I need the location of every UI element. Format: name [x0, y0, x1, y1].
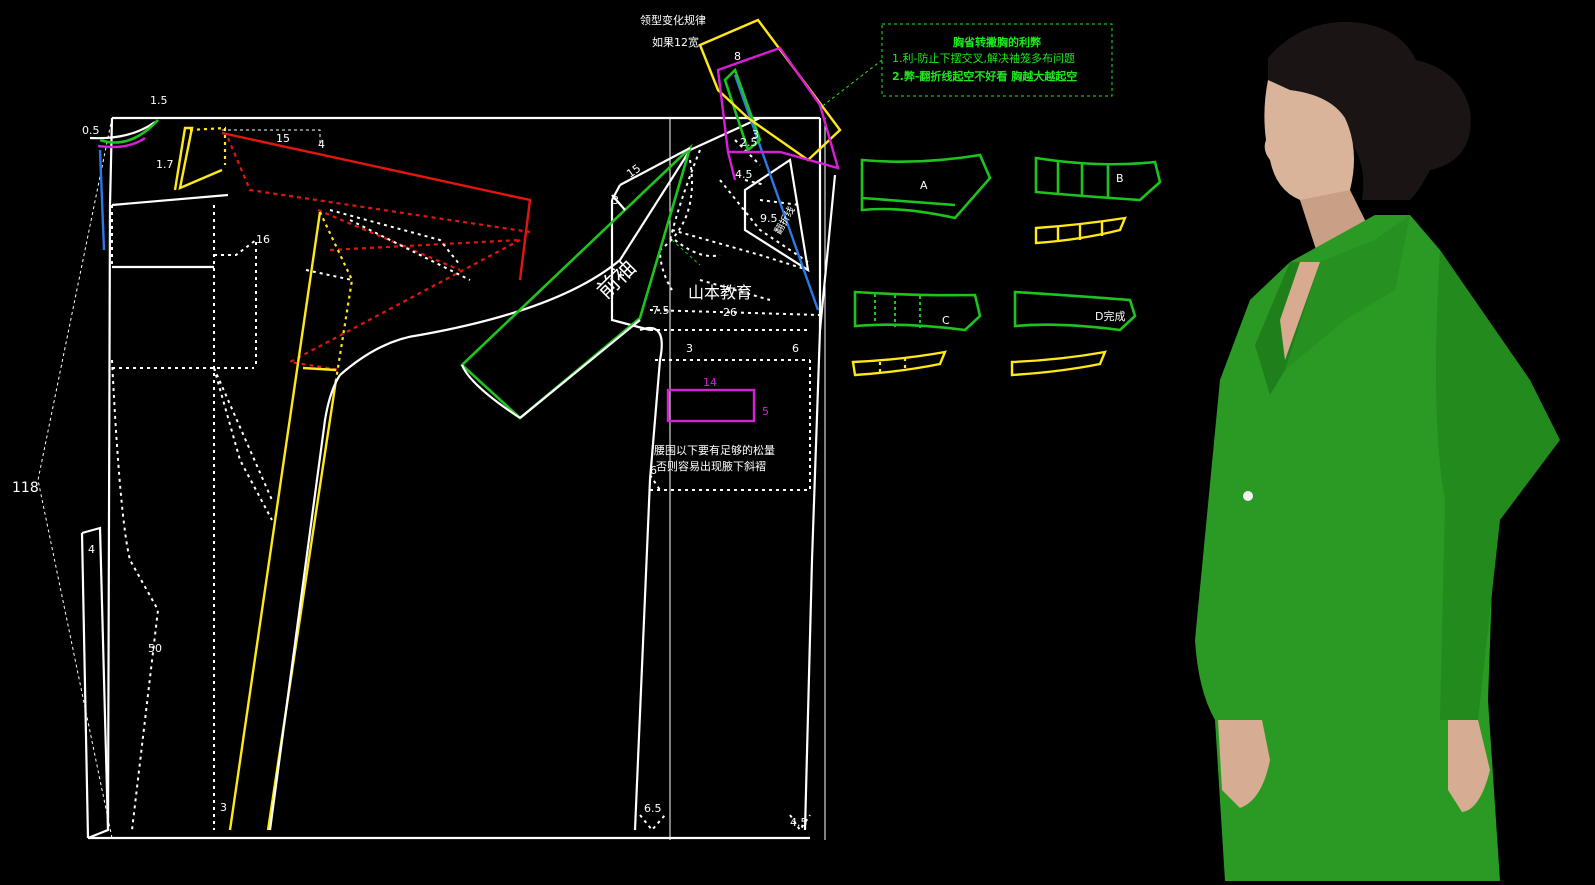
dim-26: 26	[723, 306, 737, 319]
piece-a-label: A	[920, 179, 928, 192]
dim-14: 14	[703, 376, 717, 389]
piece-b-label: B	[1116, 172, 1124, 185]
dim-16: 16	[256, 233, 270, 246]
dim-9-5: 9.5	[760, 212, 778, 225]
dim-15a: 15	[276, 132, 290, 145]
coat-button	[1243, 491, 1253, 501]
back-body-pattern	[37, 116, 820, 840]
piece-d-label: D完成	[1095, 309, 1125, 323]
dim-1-5: 1.5	[150, 94, 168, 107]
piece-diagrams: A B C D完成	[851, 153, 1162, 377]
dim-3d: 3	[752, 128, 759, 141]
diagram-labels: 领型变化规律 如果12宽 前袖 山本教育 腰围以下要有足够的松量 否则容易出现腋…	[593, 13, 798, 473]
dim-6a: 6	[792, 342, 799, 355]
dim-50: 50	[148, 642, 162, 655]
dim-118: 118	[12, 480, 39, 496]
dim-4a: 4	[318, 138, 325, 151]
sleeve-label: 前袖	[593, 255, 642, 304]
dim-0-5: 0.5	[82, 124, 100, 137]
dim-7-5: 7.5	[652, 304, 670, 317]
pocket-outline	[666, 388, 756, 423]
dim-1-7: 1.7	[156, 158, 174, 171]
back-collar-pieces	[173, 126, 532, 831]
waist-note-2: 否则容易出现腋下斜褶	[656, 459, 766, 473]
note-line-1: 1.利-防止下摆交叉,解决袖笼多布问题	[892, 51, 1075, 65]
dim-6-5: 6.5	[644, 802, 662, 815]
right-hand	[1448, 720, 1490, 812]
dim-3c: 3	[686, 342, 693, 355]
piece-c-label: C	[942, 314, 950, 327]
dim-3a: 3	[220, 801, 227, 814]
collar-rule-label: 领型变化规律	[640, 13, 706, 27]
dim-2-5: 2.5	[740, 136, 758, 149]
sleeve	[1436, 250, 1560, 720]
left-hand	[1218, 720, 1270, 808]
dim-4-5a: 4.5	[790, 816, 808, 829]
note-title: 胸省转撇胸的利弊	[953, 35, 1042, 49]
dim-3b: 3	[612, 194, 619, 207]
note-box: 胸省转撇胸的利弊 1.利-防止下摆交叉,解决袖笼多布问题 2.弊-翻折线起空不好…	[819, 23, 1113, 109]
dim-4b: 4	[88, 543, 95, 556]
front-sleeve	[460, 143, 721, 420]
face	[1264, 80, 1354, 205]
note-line-2: 2.弊-翻折线起空不好看 胸越大越起空	[892, 69, 1077, 83]
dim-15b: 15	[624, 162, 643, 181]
waist-note-1: 腰围以下要有足够的松量	[654, 443, 775, 457]
model-illustration	[1195, 21, 1560, 881]
dim-6b: 6	[650, 464, 657, 477]
dimension-labels: 118 0.5 1.5 1.7 15 4 16 4 50 3 15 3 7.5 …	[12, 50, 808, 829]
front-body-pattern	[268, 18, 842, 840]
if-12-label: 如果12宽	[652, 35, 699, 49]
dim-8: 8	[734, 50, 741, 63]
hair	[1268, 21, 1471, 201]
dim-4-5b: 4.5	[735, 168, 753, 181]
dim-5: 5	[762, 405, 769, 418]
school-label: 山本教育	[688, 283, 752, 302]
